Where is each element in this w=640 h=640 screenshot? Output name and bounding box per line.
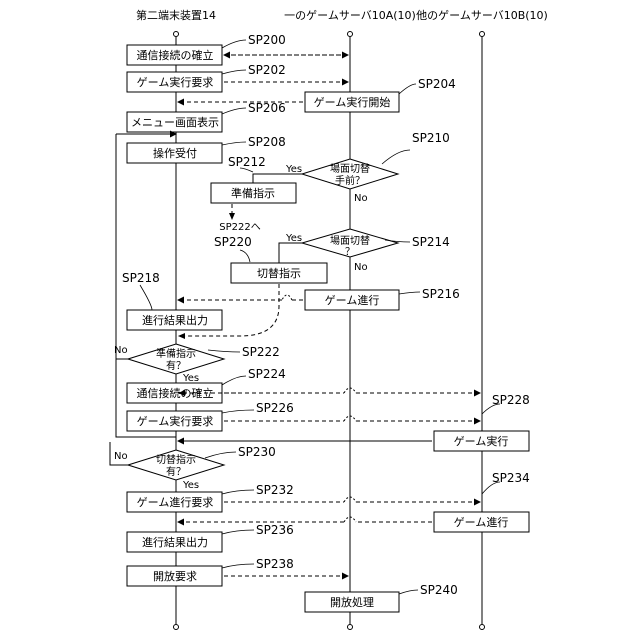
label-sp220: SP220 — [214, 235, 252, 249]
label-sp216: SP216 — [422, 287, 460, 301]
label-sp226: SP226 — [256, 401, 294, 415]
box-sp200-text: 通信接続の確立 — [137, 48, 214, 62]
branch-sp214-no: No — [354, 262, 368, 273]
decision-sp230-line1: 切替指示 — [156, 453, 196, 466]
box-sp228-text: ゲーム実行 — [454, 434, 509, 448]
label-sp204: SP204 — [418, 77, 456, 91]
decision-sp214-line1: 場面切替 — [330, 234, 370, 247]
leader-sp210 — [382, 150, 410, 164]
lifeline-terminal-start — [174, 32, 179, 37]
box-sp226-text: ゲーム実行要求 — [137, 414, 214, 428]
leader-sp204 — [399, 84, 416, 94]
label-sp222: SP222 — [242, 345, 280, 359]
arrowhead-sp220 — [178, 333, 185, 339]
box-sp224-text: 通信接続の確立 — [137, 386, 214, 400]
lifeline-server-a-start — [348, 32, 353, 37]
leader-sp218 — [140, 285, 152, 310]
header-terminal: 第二端末装置14 — [136, 8, 216, 22]
leader-sp220 — [240, 250, 250, 262]
label-sp212: SP212 — [228, 155, 266, 169]
leader-sp236 — [222, 530, 254, 534]
leader-sp232 — [222, 490, 254, 494]
label-sp236: SP236 — [256, 523, 294, 537]
box-sp206-text: メニュー画面表示 — [131, 115, 219, 129]
label-sp230: SP230 — [238, 445, 276, 459]
box-sp236-text: 進行結果出力 — [142, 535, 208, 549]
box-sp212-text: 準備指示 — [231, 186, 275, 200]
leader-sp230 — [205, 452, 236, 458]
box-sp204-text: ゲーム実行開始 — [314, 95, 391, 109]
box-sp208-text: 操作受付 — [153, 146, 197, 160]
box-sp232-text: ゲーム進行要求 — [137, 496, 214, 509]
label-sp234: SP234 — [492, 471, 530, 485]
label-sp224: SP224 — [248, 367, 286, 381]
label-sp210: SP210 — [412, 131, 450, 145]
decision-sp222-line1: 準備指示 — [156, 347, 196, 360]
leader-sp226 — [222, 410, 254, 413]
hop-sp216 — [282, 295, 292, 300]
box-sp220-text: 切替指示 — [257, 266, 301, 280]
leader-sp206 — [222, 108, 246, 114]
label-sp228: SP228 — [492, 393, 530, 407]
leader-sp222 — [208, 350, 240, 352]
box-sp202-text: ゲーム実行要求 — [137, 75, 214, 89]
decision-sp210-line1: 場面切替 — [330, 162, 370, 175]
label-sp214: SP214 — [412, 235, 450, 249]
leader-sp200 — [222, 40, 246, 48]
arrowhead-sp212 — [229, 213, 235, 220]
decision-sp230-line2: 有？ — [166, 465, 186, 478]
branch-sp210-no: No — [354, 193, 368, 204]
flow-214-yes — [279, 243, 302, 263]
lifeline-server-a-end — [348, 625, 353, 630]
decision-sp214-line2: ？ — [345, 247, 355, 258]
label-sp206: SP206 — [248, 101, 286, 115]
lifeline-server-b-start — [480, 32, 485, 37]
decision-sp222-line2: 有？ — [166, 359, 186, 372]
box-sp218-text: 進行結果出力 — [142, 313, 208, 327]
label-sp202: SP202 — [248, 63, 286, 77]
decision-sp210-line2: 手前？ — [335, 174, 365, 187]
leader-sp238 — [222, 564, 254, 568]
header-server-a: 一のゲームサーバ10A(10) — [284, 9, 416, 22]
leader-sp224 — [222, 376, 246, 385]
box-sp234-text: ゲーム進行 — [454, 516, 509, 529]
label-sp238: SP238 — [256, 557, 294, 571]
flow-210-yes — [253, 174, 302, 183]
box-sp216-text: ゲーム進行 — [325, 294, 380, 307]
label-sp240: SP240 — [420, 583, 458, 597]
branch-sp222-no: No — [114, 345, 128, 356]
branch-sp222-yes: Yes — [182, 373, 199, 384]
label-sp232: SP232 — [256, 483, 294, 497]
lifeline-server-b-end — [480, 625, 485, 630]
leader-sp240 — [399, 590, 418, 594]
branch-sp230-no: No — [114, 451, 128, 462]
lifeline-terminal-end — [174, 625, 179, 630]
label-sp218: SP218 — [122, 271, 160, 285]
goto-sp222: SP222へ — [219, 222, 260, 233]
branch-sp210-yes: Yes — [285, 164, 302, 175]
branch-sp230-yes: Yes — [182, 480, 199, 491]
leader-sp202 — [222, 70, 246, 74]
box-sp240-text: 開放処理 — [330, 595, 374, 609]
branch-sp214-yes: Yes — [285, 233, 302, 244]
leader-sp208 — [222, 142, 246, 145]
leader-sp216 — [399, 292, 420, 294]
header-server-b: 他のゲームサーバ10B(10) — [416, 9, 548, 22]
label-sp208: SP208 — [248, 135, 286, 149]
box-sp238-text: 開放要求 — [153, 569, 197, 583]
label-sp200: SP200 — [248, 33, 286, 47]
